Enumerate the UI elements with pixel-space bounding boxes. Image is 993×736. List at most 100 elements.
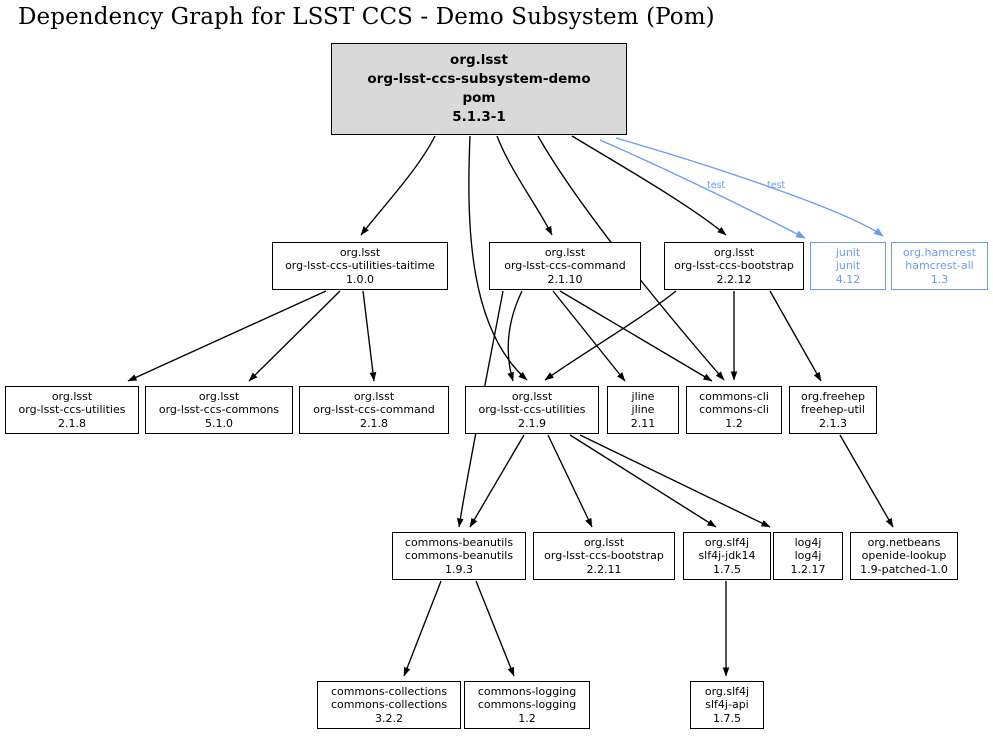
node-artifact: org-lsst-ccs-commons bbox=[158, 403, 280, 417]
node-group: commons-cli bbox=[699, 389, 769, 403]
node-version: 1.2.17 bbox=[790, 562, 826, 576]
node-hamcrest-all[interactable]: org.hamcrest hamcrest-all 1.3 bbox=[891, 242, 988, 290]
node-org-lsst-ccs-utilities-taitime[interactable]: org.lsst org-lsst-ccs-utilities-taitime … bbox=[272, 242, 448, 290]
edge-root-command2110 bbox=[496, 135, 553, 236]
node-group: junit bbox=[835, 245, 861, 259]
node-packaging: pom bbox=[462, 90, 496, 106]
node-version: 5.1.0 bbox=[205, 416, 233, 430]
node-slf4j-jdk14[interactable]: org.slf4j slf4j-jdk14 1.7.5 bbox=[683, 532, 771, 580]
node-version: 2.2.12 bbox=[716, 272, 752, 286]
node-org-lsst-ccs-command-2-1-10[interactable]: org.lsst org-lsst-ccs-command 2.1.10 bbox=[489, 242, 641, 290]
edge-bootstrap2212-freehep bbox=[769, 290, 822, 382]
node-artifact: commons-beanutils bbox=[404, 549, 514, 563]
node-root[interactable]: org.lsst org-lsst-ccs-subsystem-demo pom… bbox=[331, 43, 627, 135]
node-artifact: commons-cli bbox=[699, 403, 769, 417]
node-org-lsst-ccs-commons[interactable]: org.lsst org-lsst-ccs-commons 5.1.0 bbox=[145, 386, 293, 434]
node-artifact: org-lsst-ccs-command bbox=[504, 259, 626, 273]
node-slf4j-api[interactable]: org.slf4j slf4j-api 1.7.5 bbox=[690, 681, 764, 729]
edge-utilities219-bootstrap2211 bbox=[547, 434, 593, 528]
edge-utilities219-slf4jjdk14 bbox=[569, 434, 717, 528]
node-group: org.lsst bbox=[544, 245, 586, 259]
node-artifact: openide-lookup bbox=[861, 549, 947, 563]
node-junit[interactable]: junit junit 4.12 bbox=[810, 242, 886, 290]
edge-taitime-commons510 bbox=[248, 290, 341, 382]
node-log4j[interactable]: log4j log4j 1.2.17 bbox=[773, 532, 843, 580]
node-artifact: org-lsst-ccs-utilities bbox=[18, 403, 126, 417]
node-org-lsst-ccs-bootstrap-2-2-12[interactable]: org.lsst org-lsst-ccs-bootstrap 2.2.12 bbox=[664, 242, 804, 290]
node-artifact: log4j bbox=[794, 549, 822, 563]
node-artifact: org-lsst-ccs-bootstrap bbox=[544, 549, 664, 563]
node-version: 2.1.3 bbox=[819, 416, 847, 430]
edge-freehep-netbeans bbox=[839, 434, 894, 528]
node-group: commons-collections bbox=[330, 684, 448, 698]
edge-beanutils-collections bbox=[403, 580, 442, 677]
edge-root-hamcrest-test bbox=[615, 137, 884, 237]
node-commons-cli[interactable]: commons-cli commons-cli 1.2 bbox=[686, 386, 782, 434]
node-group: org.lsst bbox=[583, 535, 625, 549]
node-group: jline bbox=[631, 389, 655, 403]
node-version: 2.1.9 bbox=[518, 416, 546, 430]
node-version: 3.2.2 bbox=[375, 711, 403, 725]
node-group: org.lsst bbox=[511, 389, 553, 403]
node-artifact: slf4j-api bbox=[705, 698, 749, 712]
node-group: org.slf4j bbox=[704, 535, 750, 549]
edge-utilities219-beanutils bbox=[469, 434, 525, 528]
node-artifact: freehep-util bbox=[801, 403, 865, 417]
edges-lower bbox=[403, 434, 894, 677]
node-version: 1.7.5 bbox=[713, 711, 741, 725]
edge-root-utilities219 bbox=[468, 135, 528, 381]
edge-label-test-junit: test bbox=[707, 180, 726, 191]
node-artifact: org-lsst-ccs-bootstrap bbox=[674, 259, 794, 273]
page-title: Dependency Graph for LSST CCS - Demo Sub… bbox=[18, 4, 715, 30]
edge-root-taitime bbox=[360, 135, 436, 236]
node-org-lsst-ccs-utilities-2-1-8[interactable]: org.lsst org-lsst-ccs-utilities 2.1.8 bbox=[5, 386, 139, 434]
node-version: 5.1.3-1 bbox=[452, 109, 506, 125]
node-artifact: hamcrest-all bbox=[905, 259, 974, 273]
node-group: org.lsst bbox=[713, 245, 755, 259]
edge-taitime-utilities218 bbox=[127, 290, 327, 382]
node-version: 1.3 bbox=[930, 272, 949, 286]
edges-from-bootstrap2212 bbox=[544, 290, 822, 382]
node-version: 1.0.0 bbox=[346, 272, 374, 286]
node-org-lsst-ccs-command-2-1-8[interactable]: org.lsst org-lsst-ccs-command 2.1.8 bbox=[299, 386, 449, 434]
node-commons-logging[interactable]: commons-logging commons-logging 1.2 bbox=[464, 681, 590, 729]
node-artifact: junit bbox=[835, 259, 861, 273]
edge-beanutils-logging bbox=[475, 580, 515, 677]
node-openide-lookup[interactable]: org.netbeans openide-lookup 1.9-patched-… bbox=[850, 532, 958, 580]
node-jline[interactable]: jline jline 2.11 bbox=[607, 386, 679, 434]
node-version: 1.7.5 bbox=[713, 562, 741, 576]
edge-command2110-commonscli bbox=[559, 290, 713, 382]
node-version: 2.2.11 bbox=[586, 562, 622, 576]
node-freehep-util[interactable]: org.freehep freehep-util 2.1.3 bbox=[789, 386, 877, 434]
node-artifact: commons-collections bbox=[330, 698, 448, 712]
node-group: org.netbeans bbox=[867, 535, 941, 549]
edge-command2110-jline bbox=[552, 290, 626, 382]
edges-test-scope bbox=[599, 137, 884, 239]
node-artifact: org-lsst-ccs-subsystem-demo bbox=[367, 71, 591, 87]
node-artifact: org-lsst-ccs-utilities bbox=[478, 403, 586, 417]
node-org-lsst-ccs-utilities-2-1-9[interactable]: org.lsst org-lsst-ccs-utilities 2.1.9 bbox=[465, 386, 599, 434]
node-artifact: slf4j-jdk14 bbox=[698, 549, 756, 563]
node-artifact: jline bbox=[631, 403, 655, 417]
node-version: 1.2 bbox=[725, 416, 743, 430]
node-artifact: org-lsst-ccs-command bbox=[313, 403, 435, 417]
node-version: 2.11 bbox=[630, 416, 656, 430]
node-group: org.freehep bbox=[801, 389, 865, 403]
node-commons-collections[interactable]: commons-collections commons-collections … bbox=[317, 681, 461, 729]
edge-utilities219-log4j bbox=[579, 434, 771, 528]
node-artifact: commons-logging bbox=[477, 698, 577, 712]
node-group: org.slf4j bbox=[704, 684, 750, 698]
node-group: log4j bbox=[794, 535, 822, 549]
node-group: org.lsst bbox=[51, 389, 93, 403]
edge-bootstrap2212-utilities219 bbox=[544, 290, 677, 381]
node-org-lsst-ccs-bootstrap-2-2-11[interactable]: org.lsst org-lsst-ccs-bootstrap 2.2.11 bbox=[533, 532, 675, 580]
node-version: 2.1.8 bbox=[58, 416, 86, 430]
node-group: commons-logging bbox=[477, 684, 577, 698]
node-group: org.lsst bbox=[353, 389, 395, 403]
node-version: 4.12 bbox=[835, 272, 861, 286]
node-commons-beanutils[interactable]: commons-beanutils commons-beanutils 1.9.… bbox=[392, 532, 526, 580]
node-version: 1.9.3 bbox=[445, 562, 473, 576]
node-group: org.lsst bbox=[198, 389, 240, 403]
